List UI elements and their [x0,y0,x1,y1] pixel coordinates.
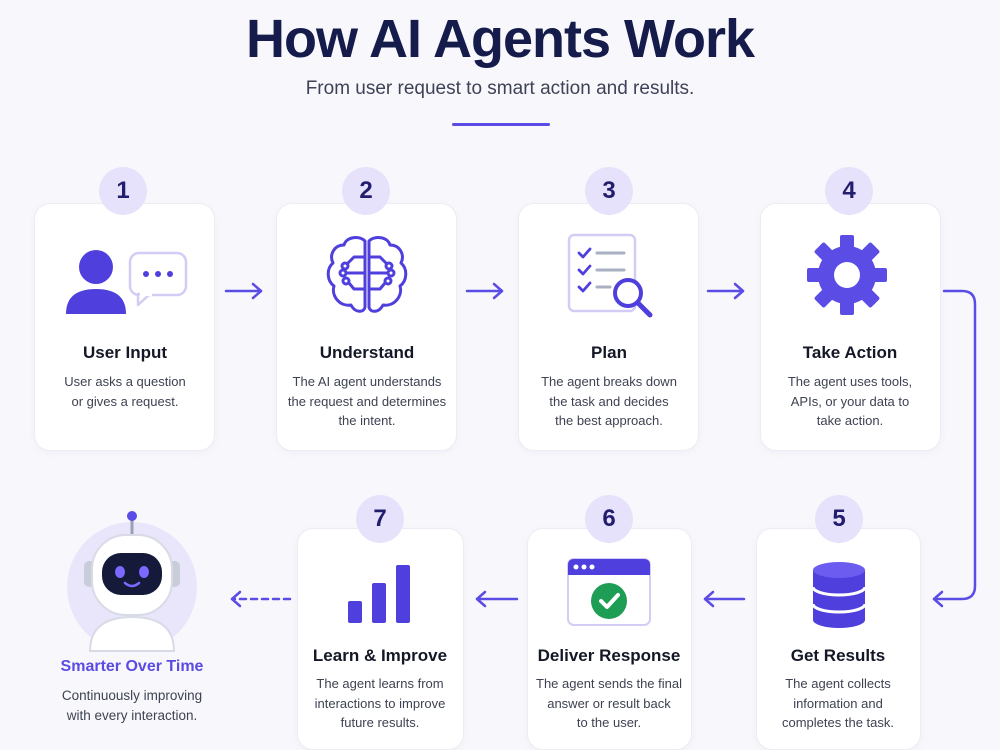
step-description-line: The agent collects [785,676,891,691]
step-description-line: future results. [340,715,420,730]
final-outcome-description: Continuously improving with every intera… [30,686,234,726]
step-description-line: the task and decides [549,393,669,409]
step-description: The agent uses tools, APIs, or your data… [740,372,960,431]
robot-icon [67,511,197,652]
arrow-2-to-3 [465,282,504,300]
final-outcome-title: Smarter Over Time [60,658,204,675]
step-description-line: or gives a request. [71,393,179,409]
page-title: How AI Agents Work [245,9,755,69]
step-description-line: completes the task. [782,715,894,730]
step-number-badge: 6 [585,495,633,543]
arrow-6-to-7 [475,590,519,608]
arrow-3-to-4 [706,282,745,300]
step-description: The AI agent understands the request and… [257,372,477,431]
step-description-line: APIs, or your data to [790,393,910,409]
step-title: Get Results [790,646,886,665]
step-number-badge: 5 [815,495,863,543]
database-icon [811,562,867,628]
step-description: The agent collects information and compl… [728,674,948,733]
step-description-line: information and [793,695,883,711]
step-number-badge: 7 [356,495,404,543]
final-description-line: with every interaction. [66,708,198,723]
step-description: The agent sends the final answer or resu… [499,674,719,733]
step-description-line: the intent. [338,413,396,428]
step-description-line: the best approach. [555,413,663,428]
step-description: The agent learns from interactions to im… [270,674,490,733]
checklist-search-icon [567,233,653,318]
step-title: Take Action [802,343,898,362]
browser-check-icon [567,558,651,626]
bar-chart-icon [348,565,410,623]
step-title: Understand [319,343,415,362]
final-description-line: Continuously improving [61,688,203,703]
step-card-user-input [34,203,215,451]
step-description: The agent breaks down the task and decid… [499,372,719,431]
step-description-line: take action. [816,413,884,428]
step-description-line: answer or result back [547,695,671,711]
step-description-line: The agent uses tools, [787,374,913,389]
step-description-line: The agent breaks down [541,374,677,389]
step-number-badge: 4 [825,167,873,215]
step-number-badge: 3 [585,167,633,215]
step-description-line: The agent learns from [316,676,444,691]
step-description: User asks a question or gives a request. [15,372,235,411]
step-description-line: to the user. [576,715,642,730]
arrow-5-to-6 [703,590,746,608]
gear-icon [807,235,887,315]
page-subtitle: From user request to smart action and re… [305,78,695,99]
user-chat-icon [66,250,188,314]
step-description-line: interactions to improve [314,695,446,711]
step-title: Deliver Response [537,646,681,665]
step-title: Plan [591,343,627,362]
step-title: Learn & Improve [312,646,448,665]
step-number-badge: 1 [99,167,147,215]
step-number-badge: 2 [342,167,390,215]
step-description-line: The AI agent understands [292,374,442,389]
title-divider [452,123,550,126]
step-description-line: The agent sends the final [536,676,682,691]
step-description-line: User asks a question [64,374,186,389]
step-description-line: the request and determines [287,393,447,409]
arrow-1-to-2 [224,282,263,300]
arrow-7-to-final [230,590,292,608]
brain-icon [326,236,408,313]
step-title: User Input [82,343,168,362]
